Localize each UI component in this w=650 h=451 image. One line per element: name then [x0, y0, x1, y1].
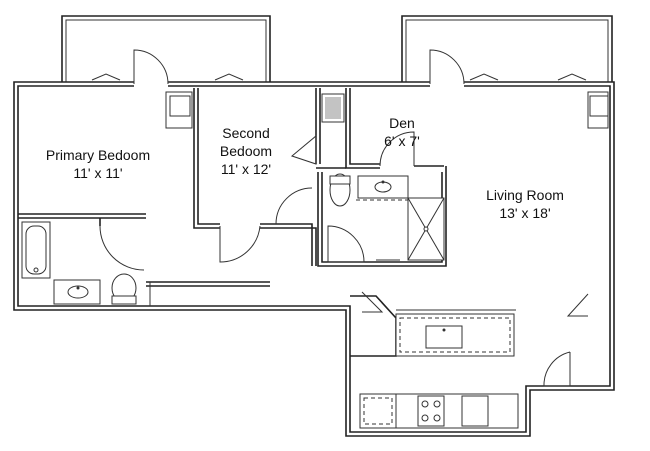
stove-icon: [417, 395, 445, 427]
toilet-icon: [329, 173, 351, 207]
room-den-size: 6' x 7': [384, 133, 420, 149]
sink-icon: [356, 175, 412, 201]
room-living-name: Living Room: [486, 187, 564, 203]
door-swing-icon: [379, 131, 415, 167]
room-living-size: 13' x 18': [499, 205, 550, 221]
balcony-left: [61, 15, 271, 82]
bathtub-icon: [21, 221, 51, 279]
kitchen-counter: [359, 393, 519, 429]
kitchen-island: [395, 313, 515, 357]
door-swing-icon: [275, 187, 400, 263]
door-swing-icon: [99, 225, 145, 271]
closet-icon: [165, 91, 609, 129]
toilet-icon: [111, 273, 137, 305]
room-primary-bedroom-size: 11' x 11': [73, 165, 122, 181]
room-primary-bedroom-name: Primary Bedoom: [46, 147, 150, 163]
water-heater-icon: [290, 93, 345, 165]
room-second-bedroom-size: 11' x 12': [221, 161, 271, 177]
sink-icon: [53, 279, 101, 305]
room-den-name: Den: [389, 115, 415, 131]
room-second-bedroom-name-line2: Bedoom: [220, 143, 272, 159]
door-swing-icon: [133, 49, 465, 85]
shower-icon: [407, 197, 445, 261]
exterior-walls: [13, 81, 615, 437]
balcony-right: [401, 15, 613, 82]
room-second-bedroom-name: Second: [222, 125, 269, 141]
door-swing-icon: [361, 291, 384, 313]
door-swing-icon: [219, 225, 261, 263]
refrigerator-icon: [461, 395, 489, 427]
door-swing-icon: [543, 293, 589, 387]
